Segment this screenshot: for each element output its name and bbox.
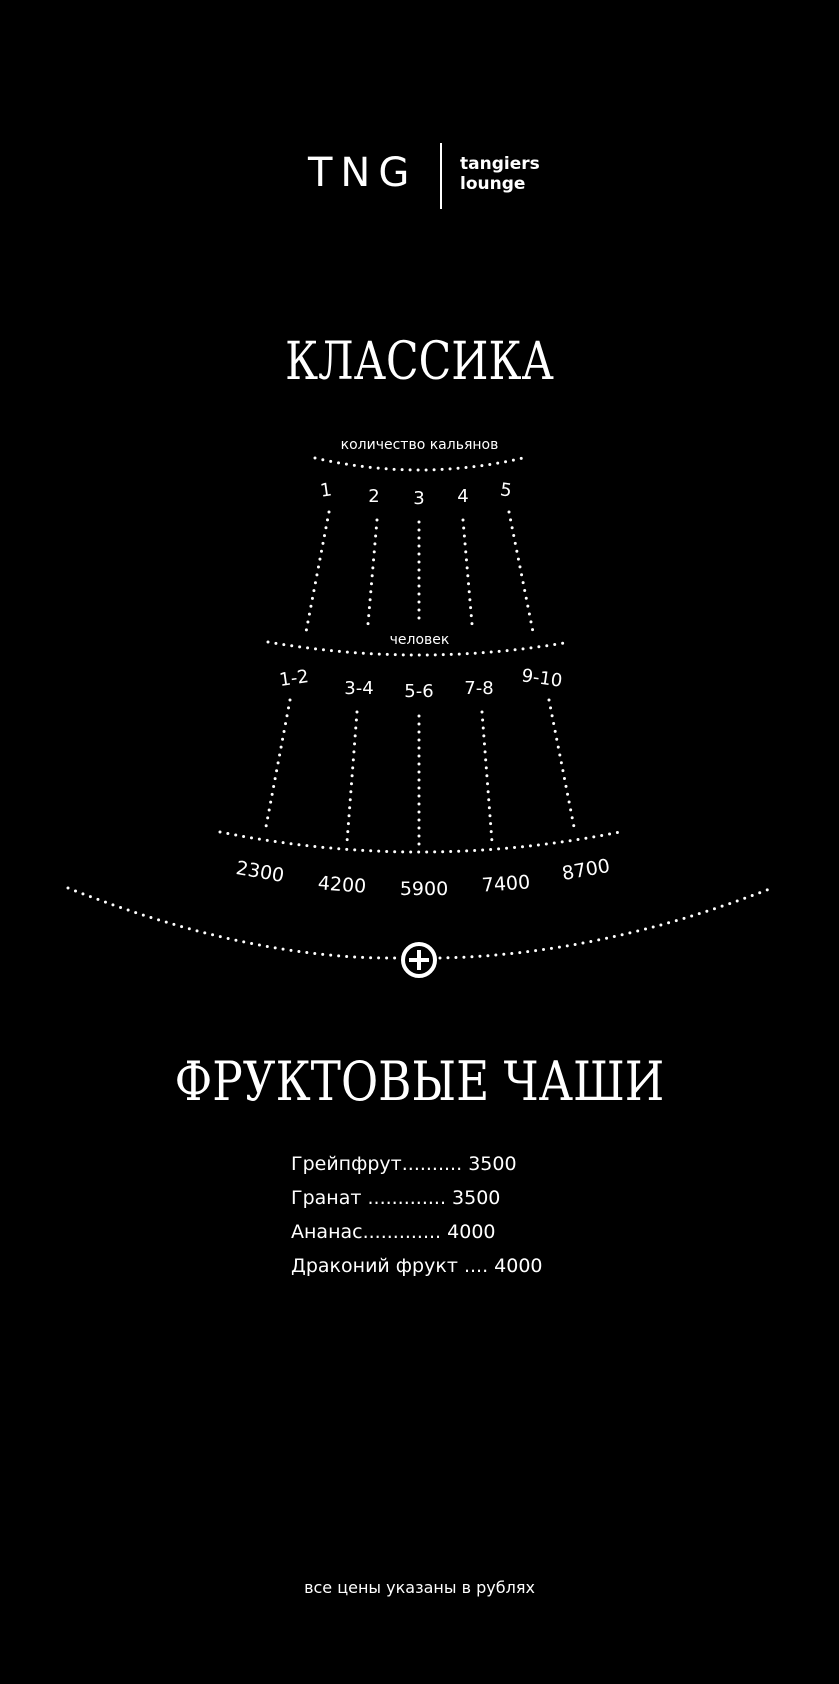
hookah-count: 2 (368, 486, 379, 507)
menu-item-name: Грейпфрут (291, 1153, 402, 1175)
connector-line (480, 710, 494, 844)
logo-mark: TNG (308, 150, 418, 196)
dotted-arc-top (313, 456, 525, 472)
price-value: 7400 (481, 871, 531, 896)
dotted-arc-large-right (438, 886, 774, 960)
menu-item-dots: ............. (367, 1187, 446, 1209)
menu-item-price: 4000 (447, 1221, 496, 1243)
plus-circle-icon (401, 942, 437, 978)
hookah-count: 3 (413, 488, 424, 509)
hookah-count: 5 (499, 479, 513, 501)
menu-item: Грейпфрут.......... 3500 (291, 1147, 543, 1181)
menu-item: Драконий фрукт .... 4000 (291, 1249, 543, 1283)
connector-line (461, 518, 474, 626)
menu-item-name: Драконий фрукт (291, 1255, 458, 1277)
footer-note: все цены указаны в рублях (304, 1578, 535, 1597)
menu-item-name: Ананас (291, 1221, 363, 1243)
menu-item-dots: ............. (362, 1221, 442, 1243)
dotted-arc-bottom (218, 830, 622, 854)
connector-line (263, 698, 292, 834)
price-value: 2300 (234, 857, 285, 887)
connector-line (345, 710, 359, 844)
menu-item-price: 3500 (452, 1187, 501, 1209)
fruit-menu: Грейпфрут.......... 3500 Гранат ........… (291, 1147, 543, 1283)
connector-line (507, 510, 535, 634)
hookah-count: 1 (319, 479, 333, 501)
people-range: 5-6 (404, 681, 433, 702)
menu-item-price: 3500 (468, 1153, 517, 1175)
people-range: 9-10 (520, 665, 563, 691)
hookah-count: 4 (457, 486, 468, 507)
people-caption: человек (389, 632, 450, 648)
connector-line (304, 510, 331, 634)
people-range: 3-4 (344, 678, 373, 699)
menu-item-price: 4000 (494, 1255, 543, 1277)
people-range: 7-8 (464, 678, 493, 699)
section-title-fruit: ФРУКТОВЫЕ ЧАШИ (174, 1050, 665, 1113)
menu-item-name: Гранат (291, 1187, 362, 1209)
menu-item: Гранат ............. 3500 (291, 1181, 543, 1215)
people-range: 1-2 (278, 666, 310, 691)
hookah-count-caption: количество кальянов (340, 437, 499, 453)
menu-item-dots: .... (463, 1255, 489, 1277)
logo-text: tangiers lounge (460, 154, 540, 194)
price-value: 8700 (560, 855, 611, 885)
dotted-arc-middle (266, 640, 572, 657)
price-value: 4200 (317, 872, 367, 897)
dotted-arc-large (66, 886, 402, 960)
connector-line (547, 698, 577, 834)
section-title-classic: КЛАССИКА (285, 332, 554, 392)
connector-line (366, 518, 379, 626)
pricing-diagram: 1 2 3 4 5 1-2 3-4 5-6 7-8 9-10 2300 4200… (66, 456, 774, 978)
logo-divider (440, 143, 442, 209)
logo-line-2: lounge (460, 174, 526, 194)
menu-item-dots: .......... (401, 1153, 463, 1175)
menu-item: Ананас............. 4000 (291, 1215, 543, 1249)
logo-line-1: tangiers (460, 154, 540, 174)
price-value: 5900 (400, 878, 448, 900)
